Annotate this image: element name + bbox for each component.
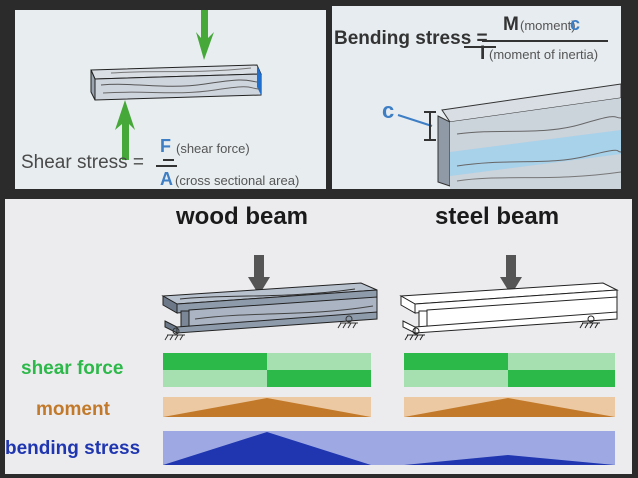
steel-beam-title: steel beam	[435, 203, 560, 230]
comparison-diagram	[161, 255, 619, 465]
shear-force-down-arrow	[196, 10, 214, 60]
steel-bending-triangle	[404, 455, 615, 465]
bending-stress-row-label: bending stress	[5, 438, 141, 459]
steel-load-arrow	[500, 255, 522, 295]
shear-force-diagrams	[163, 353, 615, 387]
steel-i-beam	[399, 282, 619, 341]
bending-numerator-symbol: M	[503, 14, 519, 35]
shear-numerator-symbol: F	[160, 136, 171, 156]
wood-load-arrow	[248, 255, 270, 295]
c-label: c	[382, 98, 395, 123]
shear-force-row-label: shear force	[21, 358, 124, 379]
shear-denominator-symbol: A	[160, 169, 173, 189]
shear-denominator-text: (cross sectional area)	[175, 173, 300, 188]
steel-shear-positive	[404, 353, 508, 370]
shear-fraction-bar	[156, 165, 177, 167]
moment-row-label: moment	[36, 399, 110, 420]
beam-comparison-panel: wood beam steel beam	[5, 199, 632, 474]
bending-denominator-symbol: I	[480, 43, 486, 64]
wood-bending-triangle	[163, 432, 371, 465]
shear-force-up-arrow	[115, 100, 135, 160]
c-dimension-line	[397, 114, 433, 127]
shear-illustration	[90, 10, 262, 161]
steel-moment-triangle	[404, 398, 615, 417]
bending-stress-label: Bending stress =	[334, 28, 488, 49]
shear-numerator-text: (shear force)	[176, 141, 250, 156]
bending-numerator-text: (moment)	[520, 18, 576, 33]
bending-stress-diagrams	[163, 431, 615, 465]
steel-shear-negative	[508, 370, 615, 387]
wood-beam-title: wood beam	[176, 203, 309, 230]
bending-denominator-text: (moment of inertia)	[489, 47, 599, 62]
moment-diagrams	[163, 397, 615, 417]
wood-shear-negative	[267, 370, 371, 387]
bending-illustration	[397, 46, 621, 189]
bending-fraction-bar	[482, 40, 608, 42]
bending-numerator-suffix: c	[570, 14, 581, 34]
shear-stress-panel: Shear stress = F (shear force) A (cross …	[15, 10, 326, 189]
i-beam-wood	[437, 83, 621, 189]
wood-shear-positive	[163, 353, 267, 370]
wood-moment-triangle	[163, 398, 371, 417]
wood-beam-small	[90, 64, 262, 101]
shear-stress-label: Shear stress =	[21, 152, 145, 173]
bending-stress-panel: Bending stress = M (moment) c I (moment …	[332, 6, 621, 189]
wood-i-beam	[161, 282, 378, 341]
